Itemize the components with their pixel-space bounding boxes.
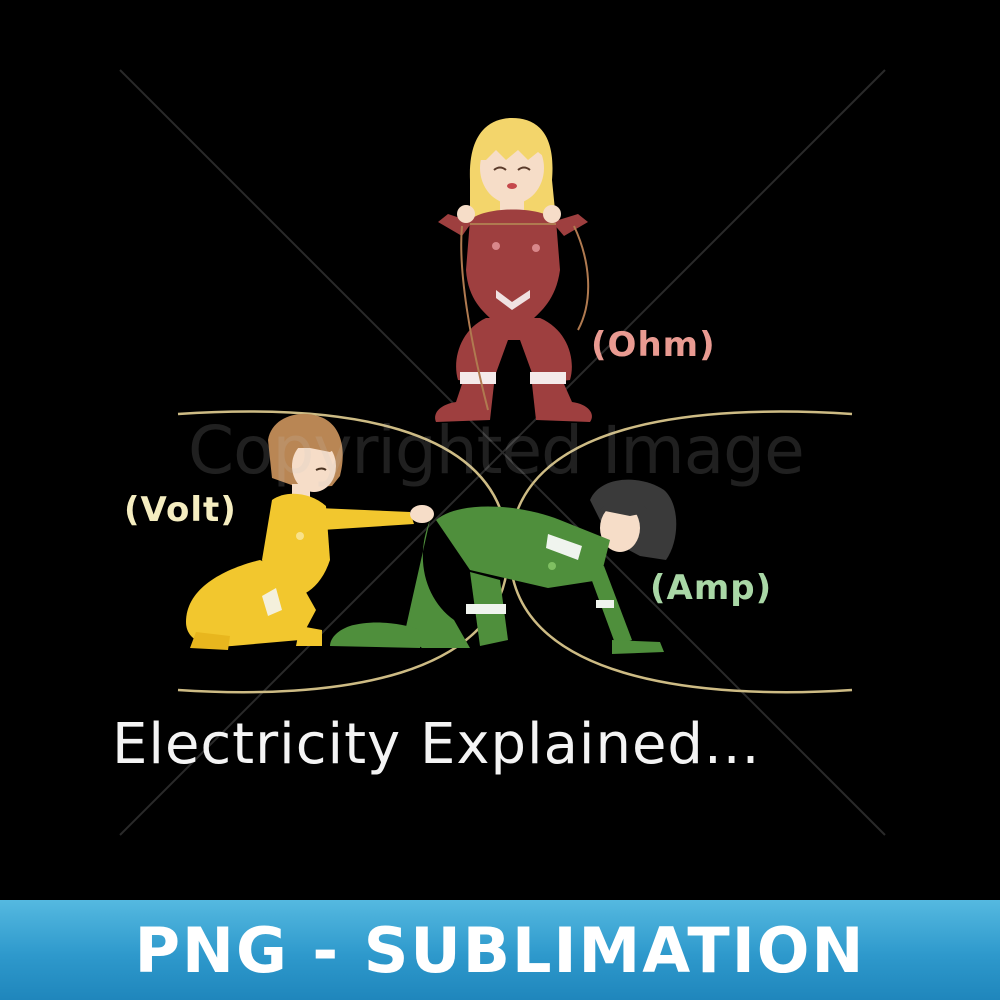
caption-text: Electricity Explained... [112,712,761,777]
amp-label: (Amp) [650,568,773,608]
amp-character [330,479,677,654]
volt-character [186,413,434,650]
format-banner: PNG - SUBLIMATION [0,900,1000,1000]
artwork: Copyrighted Image (Ohm) (Volt) (Amp) Ele… [112,69,886,836]
watermark-text: Copyrighted Image [188,412,805,489]
ohm-label: (Ohm) [591,325,716,365]
volt-label: (Volt) [124,490,237,530]
banner-text: PNG - SUBLIMATION [134,913,866,987]
watermark-cross-lines [119,69,886,836]
ohm-character [435,118,592,422]
illustration [119,69,886,836]
